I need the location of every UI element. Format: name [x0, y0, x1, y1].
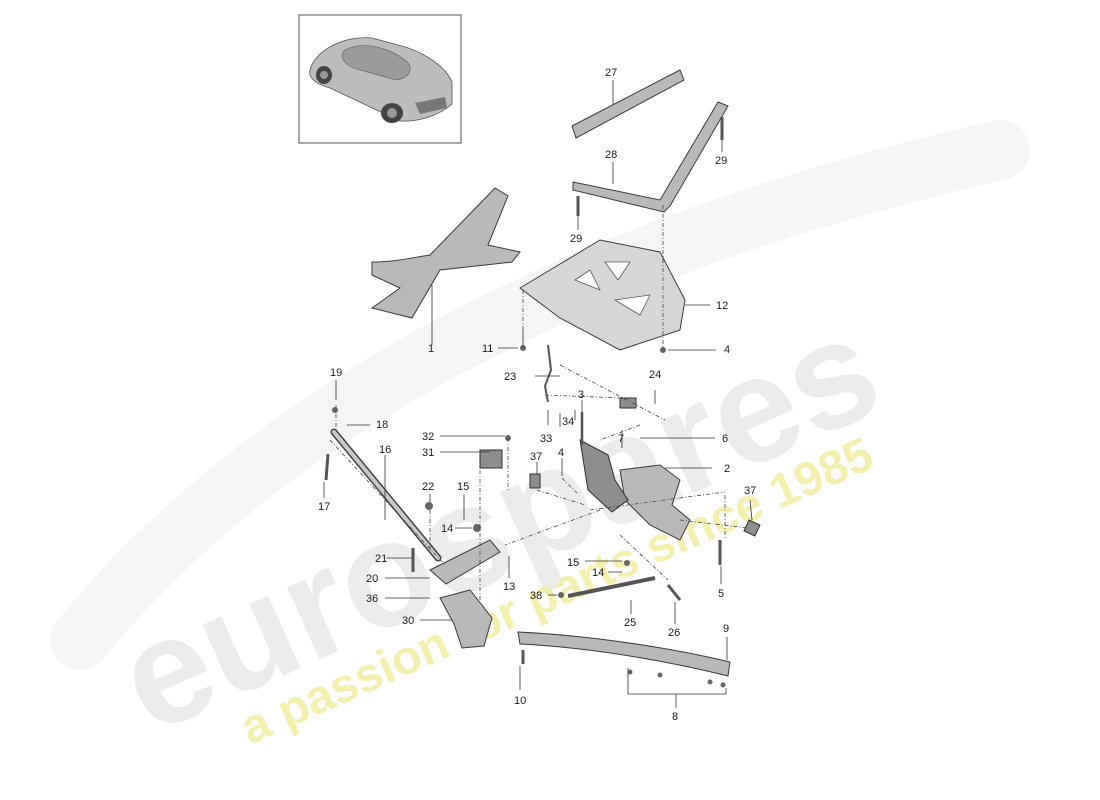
part-14-nut — [473, 524, 481, 532]
part-16-tie-rod-highlight — [332, 430, 440, 560]
callout-20: 20 — [366, 573, 378, 585]
part-25-link — [567, 576, 656, 598]
part-19-nut — [332, 407, 338, 413]
part-8-nut-4 — [720, 682, 726, 688]
callout-4-upper: 4 — [724, 344, 730, 356]
plate-cutouts — [574, 261, 651, 316]
callout-6: 6 — [722, 433, 728, 445]
part-37-clip-left — [529, 473, 541, 489]
part-28-tubular-frame — [572, 101, 729, 213]
watermark-swoosh — [50, 120, 1030, 670]
part-20-control-arm — [429, 539, 501, 585]
callout-4-lower: 4 — [558, 447, 564, 459]
callout-12: 12 — [716, 300, 728, 312]
callout-19: 19 — [330, 367, 342, 379]
callout-34: 34 — [562, 416, 574, 428]
part-2-mount-bracket — [619, 464, 691, 541]
callout-14-upper: 14 — [441, 523, 453, 535]
callout-18: 18 — [376, 419, 388, 431]
part-7-wheel-carrier — [579, 439, 629, 513]
part-26-bolt — [666, 584, 682, 601]
callout-11: 11 — [482, 343, 493, 355]
part-9-side-rail — [517, 631, 731, 677]
callout-5: 5 — [718, 588, 724, 600]
callout-24: 24 — [649, 369, 661, 381]
callouts: 1 2 3 4 4 5 6 7 8 9 10 11 12 13 14 14 15… — [318, 67, 756, 723]
part-24-bracket — [619, 397, 637, 409]
callout-8: 8 — [672, 711, 678, 723]
part-22-nut — [425, 502, 433, 510]
callout-23: 23 — [504, 371, 516, 383]
car-thumbnail-icon — [309, 37, 453, 123]
assembly-lines — [329, 205, 749, 600]
callout-28: 28 — [605, 149, 617, 161]
callout-26: 26 — [668, 627, 680, 639]
callout-36: 36 — [366, 593, 378, 605]
callout-31: 31 — [422, 447, 434, 459]
callout-15-upper: 15 — [457, 481, 469, 493]
part-38-nut — [558, 592, 564, 598]
callout-3: 3 — [578, 389, 584, 401]
callout-10: 10 — [514, 695, 526, 707]
part-12-underbody-plate — [519, 239, 686, 351]
callout-16: 16 — [379, 444, 391, 456]
callout-33: 33 — [540, 433, 552, 445]
callout-7: 7 — [618, 433, 624, 445]
callout-13: 13 — [503, 581, 515, 593]
callout-27: 27 — [605, 67, 617, 79]
callout-15-lower: 15 — [567, 557, 579, 569]
part-15-nut — [624, 560, 630, 566]
part-17-bolt — [324, 453, 330, 481]
part-30-bracket — [439, 589, 493, 649]
callout-2: 2 — [724, 463, 730, 475]
part-27-strut-brace — [571, 69, 685, 139]
callout-14-lower: 14 — [592, 567, 604, 579]
callout-29-lower: 29 — [570, 233, 582, 245]
callout-1: 1 — [428, 343, 434, 355]
callout-30: 30 — [402, 615, 414, 627]
part-1-cross-member — [370, 187, 521, 319]
part-37-clip-right — [743, 519, 761, 537]
callout-22: 22 — [422, 481, 434, 493]
callout-17: 17 — [318, 501, 330, 513]
part-8-nut-1 — [627, 669, 633, 675]
part-8-nut-3 — [707, 679, 713, 685]
part-4-nut — [660, 347, 666, 353]
part-8-nut-2 — [657, 672, 663, 678]
callout-21: 21 — [375, 553, 387, 565]
leader-lines — [323, 80, 753, 708]
callout-9: 9 — [723, 623, 729, 635]
callout-25: 25 — [624, 617, 636, 629]
callout-37-right: 37 — [744, 485, 756, 497]
part-23-linkage — [543, 344, 553, 403]
callout-38: 38 — [530, 590, 542, 602]
car-thumbnail — [298, 14, 462, 144]
callout-37-left: 37 — [530, 451, 542, 463]
callout-32: 32 — [422, 431, 434, 443]
part-31-block — [479, 449, 503, 469]
callout-29-upper: 29 — [715, 155, 727, 167]
